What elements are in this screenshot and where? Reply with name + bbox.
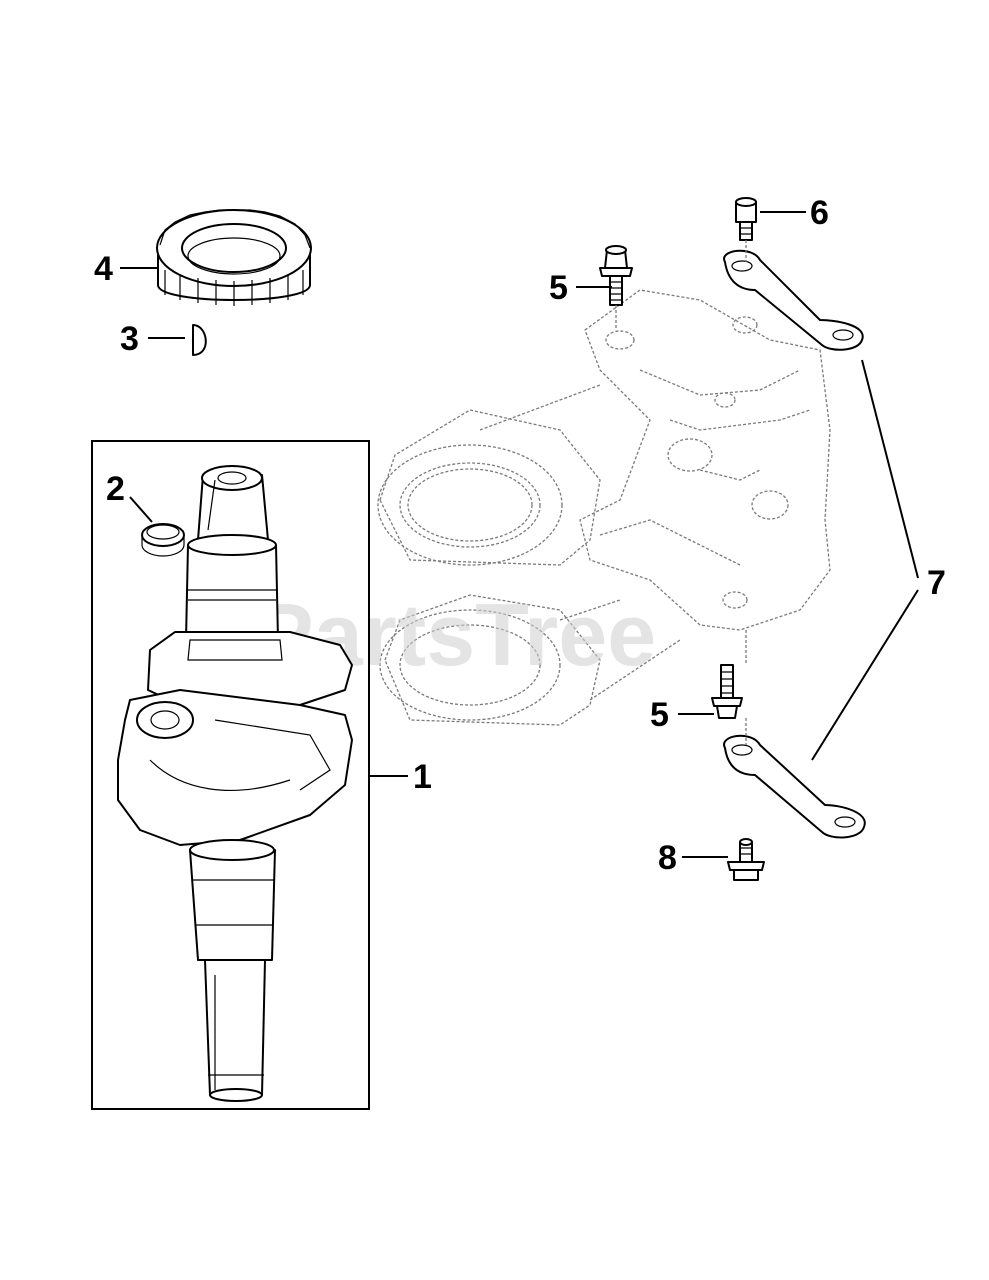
callout-4: 4 — [94, 250, 113, 288]
leader-line-7b — [811, 589, 919, 761]
flange-bolt-lower[interactable] — [711, 664, 743, 719]
crankshaft-kit-box — [91, 440, 370, 1110]
leader-line-2 — [129, 496, 153, 523]
socket-cap-screw[interactable] — [735, 197, 757, 241]
callout-7: 7 — [927, 564, 946, 602]
crankshaft-gear[interactable] — [156, 209, 312, 306]
callout-8: 8 — [658, 839, 677, 877]
callout-5-lower: 5 — [650, 696, 669, 734]
leader-line-7a — [861, 359, 919, 579]
callout-1: 1 — [413, 758, 432, 796]
flange-bolt-upper[interactable] — [599, 245, 633, 306]
crankshaft[interactable] — [117, 465, 353, 1102]
callout-2: 2 — [106, 470, 125, 508]
crankcase-ghost-outline — [377, 289, 831, 726]
leader-lines — [120, 211, 919, 858]
callout-3: 3 — [120, 320, 139, 358]
callout-5-upper: 5 — [549, 269, 568, 307]
link-bracket-upper[interactable] — [723, 249, 864, 351]
callout-6: 6 — [810, 194, 829, 232]
link-bracket-lower[interactable] — [723, 734, 866, 839]
crankshaft-ring[interactable] — [141, 523, 185, 557]
shoulder-stud-bolt[interactable] — [727, 838, 765, 881]
woodruff-key[interactable] — [192, 324, 207, 356]
